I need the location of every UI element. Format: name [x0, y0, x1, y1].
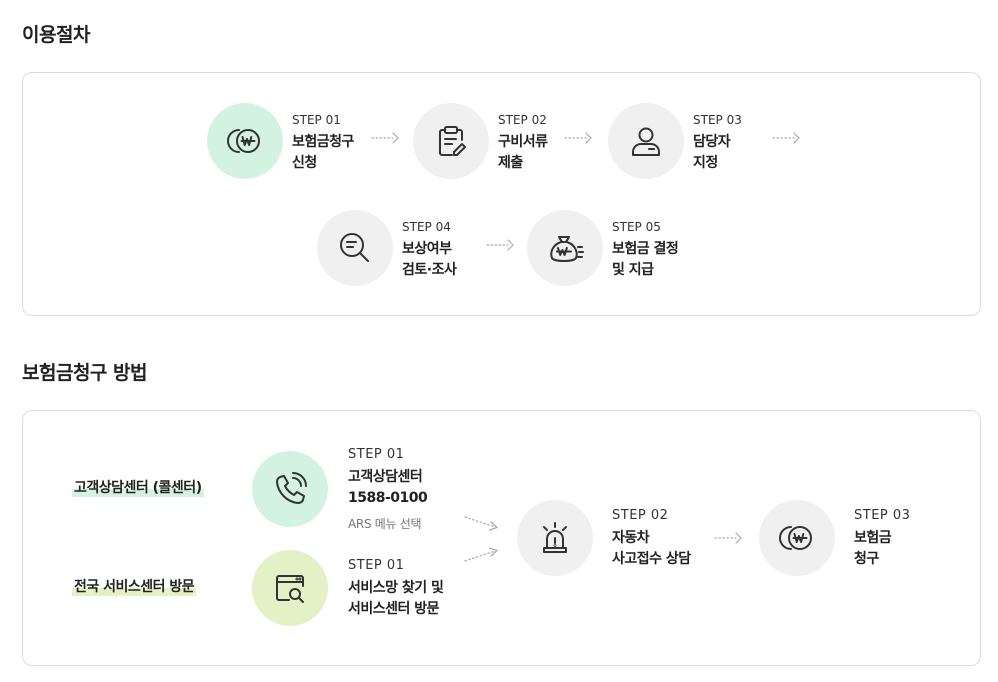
step-number: STEP 03: [693, 113, 742, 127]
money-bag-won-icon: [527, 210, 603, 286]
dotted-arrow-icon: [486, 237, 516, 251]
visit-step-1: STEP 01 서비스망 찾기 및 서비스센터 방문: [348, 558, 444, 620]
step-number: STEP 05: [612, 220, 661, 234]
step-label: 보험금청구: [292, 134, 354, 150]
step-label: 지정: [693, 155, 718, 171]
dotted-arrow-icon: [371, 130, 401, 144]
clipboard-edit-icon: [413, 103, 489, 179]
method-step-2: STEP 02 자동차 사고접수 상담: [612, 509, 691, 570]
step-label: 제출: [498, 155, 523, 171]
procedure-box: STEP 01 보험금청구 신청 STEP 02 구비서류 제출: [22, 72, 981, 316]
step-number: STEP 03: [854, 508, 911, 523]
section-title-claim-method: 보험금청구 방법: [22, 362, 147, 384]
method-step-3: STEP 03 보험금 청구: [854, 509, 910, 570]
step-label: 신청: [292, 155, 317, 171]
channel-visit-label: 전국 서비스센터 방문: [72, 578, 197, 596]
person-icon: [608, 103, 684, 179]
procedure-step-2: STEP 02 구비서류 제출: [498, 113, 548, 174]
coin-won-icon: [759, 500, 835, 576]
channel-callcenter-label: 고객상담센터 (콜센터): [72, 479, 204, 497]
coin-won-icon: [207, 103, 283, 179]
claim-method-box: 고객상담센터 (콜센터) 전국 서비스센터 방문 STEP 01 고객상담센터 …: [22, 410, 981, 666]
step-label: 서비스센터 방문: [348, 601, 440, 617]
procedure-step-3: STEP 03 담당자 지정: [693, 113, 742, 174]
dotted-arrow-icon: [564, 130, 594, 144]
dotted-arrow-icon: [714, 530, 744, 544]
step-label: 고객상담센터: [348, 469, 423, 485]
phone-call-icon: [252, 451, 328, 527]
step-label: 보험금 결정: [612, 241, 679, 257]
step-label: 검토·조사: [402, 262, 457, 278]
step-label: 보험금: [854, 530, 892, 546]
step-number: STEP 01: [348, 447, 405, 462]
step-label: 사고접수 상담: [612, 551, 691, 567]
step-label: 청구: [854, 551, 879, 567]
step-number: STEP 04: [402, 220, 451, 234]
procedure-step-5: STEP 05 보험금 결정 및 지급: [612, 220, 679, 281]
step-number: STEP 01: [292, 113, 341, 127]
siren-icon: [517, 500, 593, 576]
step-number: STEP 02: [498, 113, 547, 127]
procedure-step-4: STEP 04 보상여부 검토·조사: [402, 220, 457, 281]
step-label: 서비스망 찾기 및: [348, 580, 444, 596]
procedure-step-1: STEP 01 보험금청구 신청: [292, 113, 354, 174]
step-label: 자동차: [612, 530, 650, 546]
browser-search-icon: [252, 550, 328, 626]
step-number: STEP 01: [348, 558, 405, 573]
dotted-arrow-icon: [772, 130, 802, 144]
step-label: 구비서류: [498, 134, 548, 150]
ars-note: ARS 메뉴 선택: [348, 517, 422, 531]
step-label: 및 지급: [612, 262, 654, 278]
step-label: 보상여부: [402, 241, 452, 257]
step-label: 담당자: [693, 134, 731, 150]
step-number: STEP 02: [612, 508, 669, 523]
merge-arrows-icon: [464, 516, 499, 562]
section-title-procedure: 이용절차: [22, 24, 90, 46]
magnifier-icon: [317, 210, 393, 286]
phone-number: 1588-0100: [348, 490, 428, 506]
call-step-1: STEP 01 고객상담센터 1588-0100 ARS 메뉴 선택: [348, 447, 428, 532]
